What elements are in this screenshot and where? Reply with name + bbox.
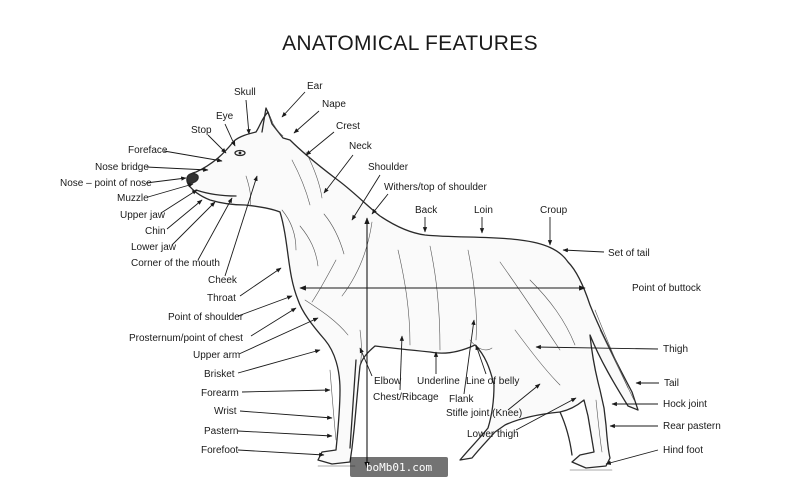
- far-hindleg: [559, 411, 573, 456]
- label-underline: Underline: [417, 376, 460, 387]
- label-pastern: Pastern: [204, 426, 238, 437]
- label-brisket: Brisket: [204, 369, 235, 380]
- dog-illustration: [186, 107, 639, 471]
- label-muzzle: Muzzle: [117, 193, 149, 204]
- label-hind-foot: Hind foot: [663, 445, 703, 456]
- label-forefoot: Forefoot: [201, 445, 238, 456]
- label-hock-joint: Hock joint: [663, 399, 707, 410]
- far-ear: [261, 107, 273, 133]
- label-foreface: Foreface: [128, 145, 168, 156]
- label-corner-mouth: Corner of the mouth: [131, 258, 220, 269]
- label-flank: Flank: [449, 394, 474, 405]
- label-eye: Eye: [216, 111, 234, 122]
- dog-eye: [234, 149, 246, 157]
- label-withers: Withers/top of shoulder: [384, 182, 487, 193]
- label-line-of-belly: Line of belly: [466, 376, 519, 387]
- dog-body-outline: [186, 111, 639, 469]
- label-neck: Neck: [349, 141, 373, 152]
- label-stop: Stop: [191, 125, 212, 136]
- label-nape: Nape: [322, 99, 346, 110]
- label-shoulder: Shoulder: [368, 162, 409, 173]
- label-chin: Chin: [145, 226, 166, 237]
- watermark-text: boMb01.com: [366, 461, 433, 474]
- diagram-title: ANATOMICAL FEATURES: [282, 32, 538, 55]
- label-upper-arm: Upper arm: [193, 350, 240, 361]
- labels: Skull Ear Eye Nape Stop Crest Foreface N…: [60, 81, 721, 465]
- label-nose-bridge: Nose bridge: [95, 162, 149, 173]
- label-forearm: Forearm: [201, 388, 239, 399]
- label-elbow: Elbow: [374, 376, 402, 387]
- label-back: Back: [415, 205, 438, 216]
- label-ear: Ear: [307, 81, 323, 92]
- dog-pupil: [238, 151, 242, 155]
- ear-inner: [269, 117, 284, 137]
- dog-nose: [186, 172, 199, 184]
- label-lower-thigh: Lower thigh: [467, 429, 519, 440]
- label-croup: Croup: [540, 205, 568, 216]
- label-wrist: Wrist: [214, 406, 237, 417]
- label-throat: Throat: [207, 293, 236, 304]
- label-point-buttock: Point of buttock: [632, 283, 702, 294]
- label-chest-ribcage: Chest/Ribcage: [373, 392, 439, 403]
- label-thigh: Thigh: [663, 344, 688, 355]
- label-set-of-tail: Set of tail: [608, 248, 650, 259]
- label-lower-jaw: Lower jaw: [131, 242, 177, 253]
- far-foreleg: [349, 359, 357, 449]
- label-nose-point: Nose – point of nose: [60, 178, 152, 189]
- thigh-line: [499, 261, 561, 351]
- label-tail: Tail: [664, 378, 679, 389]
- label-upper-jaw: Upper jaw: [120, 210, 166, 221]
- cheek-line: [245, 175, 252, 207]
- label-rear-pastern: Rear pastern: [663, 421, 721, 432]
- label-cheek: Cheek: [208, 275, 238, 286]
- mouth-line: [195, 189, 237, 197]
- watermark: boMb01.com: [350, 457, 448, 477]
- label-loin: Loin: [474, 205, 493, 216]
- label-point-shoulder: Point of shoulder: [168, 312, 244, 323]
- label-skull: Skull: [234, 87, 256, 98]
- label-stifle: Stifle joint (Knee): [446, 408, 522, 419]
- label-prosternum: Prosternum/point of chest: [129, 333, 243, 344]
- label-crest: Crest: [336, 121, 360, 132]
